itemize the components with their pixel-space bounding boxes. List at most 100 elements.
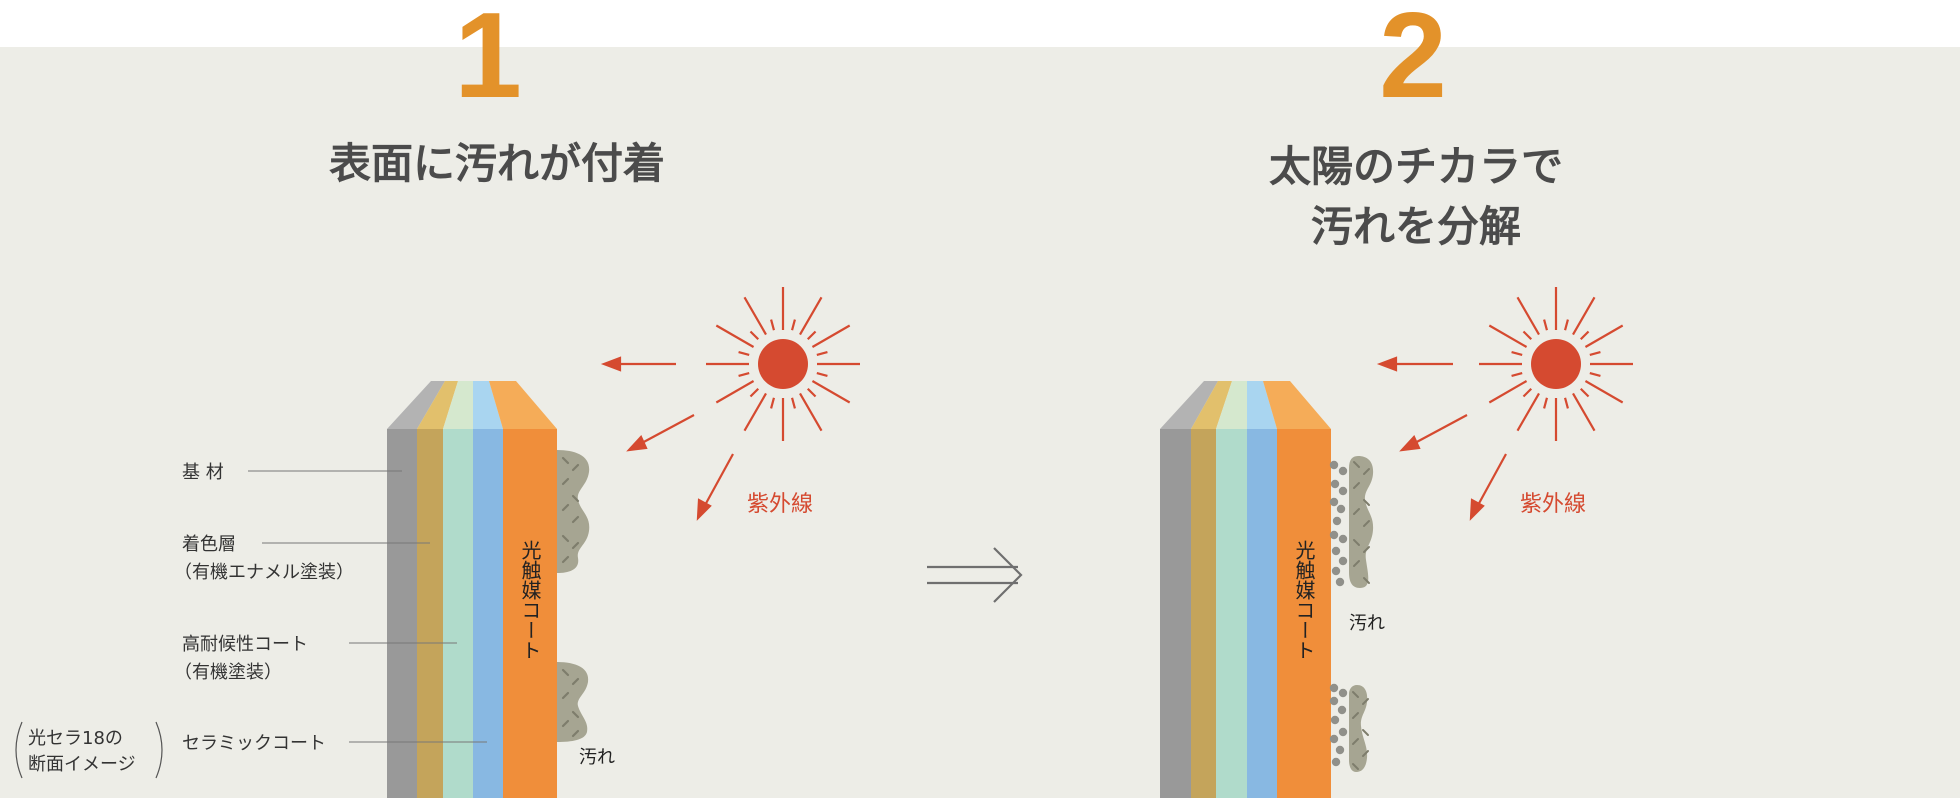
particle: [1331, 546, 1341, 556]
dirt-mark: [1363, 546, 1370, 553]
particle: [1330, 479, 1340, 489]
dirt-mark: [1353, 461, 1360, 468]
dirt-mark: [561, 691, 570, 700]
sun-ray-short: [749, 387, 760, 398]
particle: [1336, 504, 1346, 514]
particle: [1329, 683, 1339, 693]
step2-uv-arrows: [1376, 356, 1507, 521]
sun-ray-short: [738, 351, 750, 357]
arrow-head-icon: [626, 435, 648, 452]
dirt-mark: [561, 456, 570, 465]
dirt-mark: [1353, 560, 1360, 567]
arrow-head-icon: [1376, 356, 1398, 372]
sun-ray-short: [806, 387, 817, 398]
step1-uv-label: 紫外線: [747, 492, 813, 517]
particle: [1331, 757, 1341, 767]
decomposed-particles: [1329, 460, 1348, 767]
step1-sun-icon: [706, 287, 860, 441]
dirt-mark: [1362, 729, 1369, 736]
step1-dirt-label: 汚れ: [579, 747, 615, 768]
sun-ray: [799, 296, 823, 336]
sun-disc: [1531, 339, 1581, 389]
photocatalyst-coat-layer: [503, 429, 557, 798]
dirt-mark: [1353, 508, 1360, 515]
background-panel: [0, 47, 1960, 798]
sun-ray: [1488, 324, 1528, 348]
color-layer: [1191, 429, 1216, 798]
dirt-marks: [561, 456, 580, 738]
dirt-mark: [561, 503, 570, 512]
particle: [1329, 530, 1339, 540]
step2-dirt: [1329, 456, 1374, 772]
sun-ray-short: [816, 351, 828, 357]
sun-ray-short: [816, 371, 828, 377]
label-color-layer-sub: （有機エナメル塗装）: [174, 561, 354, 583]
weather-coat-top: [1216, 381, 1247, 429]
double-arrow-right-icon: [927, 547, 1023, 603]
sun-ray-short: [1511, 351, 1523, 357]
dirt-mark: [561, 555, 570, 564]
particle: [1329, 497, 1339, 507]
dirt-mark: [1352, 738, 1359, 745]
step2-layer-column: [1160, 381, 1331, 798]
dirt-mark: [571, 515, 580, 524]
photocatalyst-coat-top: [489, 381, 557, 429]
dirt-mark: [1352, 691, 1359, 698]
sun-ray: [799, 392, 823, 432]
sun-ray-short: [1589, 351, 1601, 357]
dirt-mark: [1363, 520, 1370, 527]
particle: [1329, 734, 1339, 744]
dirt-mark: [561, 668, 570, 677]
dirt-mark: [571, 541, 580, 550]
substrate-top: [387, 381, 445, 429]
dirt-mark: [1353, 539, 1360, 546]
label-substrate: 基 材: [182, 462, 224, 483]
sun-ray-short: [790, 319, 796, 331]
arrow-head-icon: [600, 356, 622, 372]
sun-ray-short: [806, 330, 817, 341]
particle: [1337, 705, 1347, 715]
dirt-mark: [571, 710, 580, 719]
photocatalyst-coat-top: [1263, 381, 1331, 429]
dirt-mark: [561, 477, 570, 486]
step2-title-line1: 太陽のチカラで: [1269, 142, 1563, 191]
weather-coat-layer: [443, 429, 473, 798]
particle: [1331, 566, 1341, 576]
uv-arrow: [703, 453, 734, 508]
dirt-blob: [1349, 456, 1374, 588]
sun-ray-short: [738, 371, 750, 377]
sun-ray-short: [1563, 319, 1569, 331]
note-line1: 光セラ18の: [28, 728, 123, 749]
dirt-mark: [561, 534, 570, 543]
arrow-head-icon: [696, 498, 712, 521]
dirt-mark: [571, 463, 580, 472]
note-right-paren: [155, 721, 163, 779]
step1-title: 表面に汚れが付着: [329, 139, 665, 188]
sun-ray: [743, 296, 767, 336]
step2-number: 2: [1379, 0, 1447, 123]
sun-ray-short: [1563, 397, 1569, 409]
sun-ray: [1572, 392, 1596, 432]
particle: [1329, 460, 1339, 470]
step1-number: 1: [454, 0, 522, 123]
particle: [1338, 556, 1348, 566]
dirt-mark: [1362, 750, 1369, 757]
sun-ray: [715, 324, 755, 348]
sun-ray: [1584, 380, 1624, 404]
uv-arrow: [1412, 414, 1468, 445]
step1-coat-label: 光触媒コート: [518, 540, 542, 660]
sun-ray: [1516, 296, 1540, 336]
dirt-mark: [1353, 482, 1360, 489]
particle: [1338, 466, 1348, 476]
sun-ray-short: [1522, 387, 1533, 398]
dirt-mark: [1363, 468, 1370, 475]
dirt-mark: [571, 494, 580, 503]
sun-ray-short: [770, 319, 776, 331]
label-weather-coat: 高耐候性コート: [182, 634, 308, 655]
sun-ray-short: [1579, 330, 1590, 341]
sun-ray: [811, 324, 851, 348]
step2-title-line2: 汚れを分解: [1311, 202, 1521, 251]
uv-arrow: [639, 414, 695, 445]
dirt-mark: [1352, 712, 1359, 719]
